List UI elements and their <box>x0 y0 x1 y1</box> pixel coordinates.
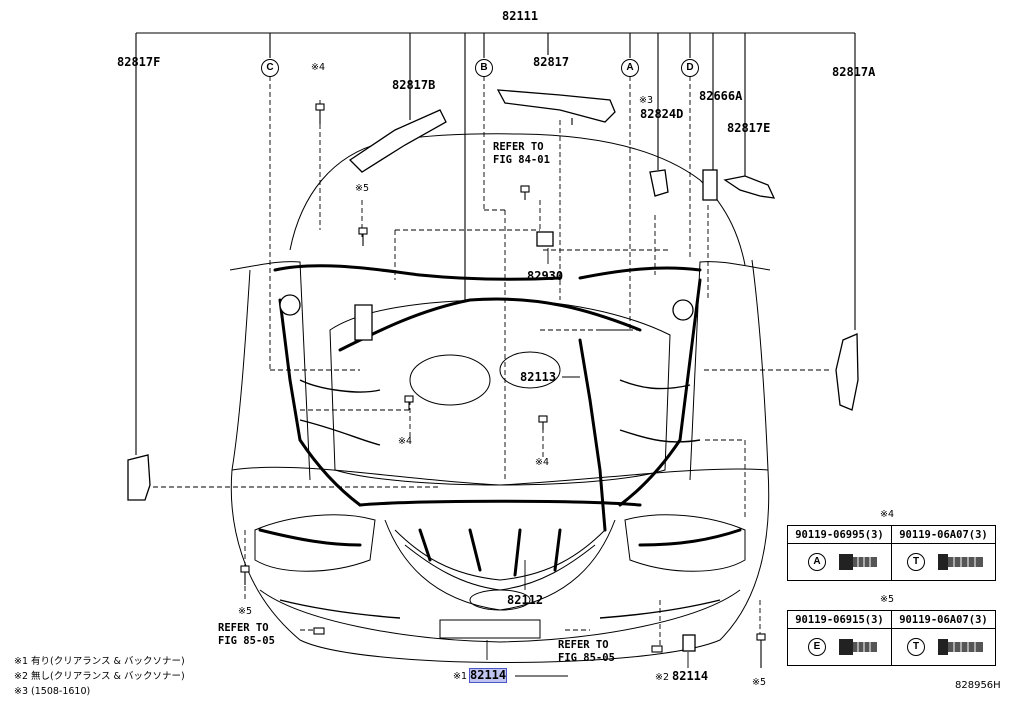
part-number: 90119-06A07(3) <box>891 610 996 629</box>
label-82817F: 82817F <box>117 55 161 69</box>
part-82930 <box>536 231 554 247</box>
engine-block <box>329 299 671 486</box>
label-82666A: 82666A <box>699 89 743 103</box>
bolt-mark-icon: A <box>808 553 826 571</box>
note-mark: ※2 <box>655 672 670 683</box>
part-82817 <box>496 89 616 123</box>
circle-marker-c: C <box>261 59 279 77</box>
note-mark: ※4 <box>535 457 550 468</box>
fastener-table-header: ※5 <box>880 594 895 605</box>
fastener-table: 90119-06995(3) 90119-06A07(3) A T <box>787 525 996 581</box>
reservoir <box>354 304 373 341</box>
note-mark: ※5 <box>752 677 767 688</box>
label-82114: 82114 <box>672 669 709 683</box>
label-82111: 82111 <box>502 9 539 23</box>
part-82817F <box>127 454 151 501</box>
label-82112: 82112 <box>507 593 544 607</box>
fastener-table-header: ※4 <box>880 509 895 520</box>
label-82817E: 82817E <box>727 121 771 135</box>
harness-upper-left <box>273 264 562 281</box>
part-number: 90119-06915(3) <box>787 610 892 629</box>
refer-label: REFER TO <box>558 639 609 651</box>
label-82114-highlighted[interactable]: 82114 <box>468 668 508 683</box>
footnote-2: ※2 無し(クリアランス & バックソナー) <box>14 671 185 682</box>
bolt-mark-icon: E <box>808 638 826 656</box>
fastener-icon-cell: T <box>891 628 996 666</box>
flange-bolt-icon <box>839 639 877 655</box>
footnote-1: ※1 有り(クリアランス & バックソナー) <box>14 656 185 667</box>
note-mark: ※1 <box>453 671 468 682</box>
part-number: 90119-06A07(3) <box>891 525 996 544</box>
right-headlamp <box>624 514 746 572</box>
label-82817A: 82817A <box>832 65 876 79</box>
label-82817B: 82817B <box>392 78 436 92</box>
note-mark: ※4 <box>398 436 413 447</box>
refer-fig-label: FIG 84-01 <box>493 154 550 166</box>
part-82666A <box>702 169 718 201</box>
fastener-icon-cell: E <box>787 628 892 666</box>
label-82817: 82817 <box>533 55 570 69</box>
part-82824D <box>649 169 669 197</box>
refer-fig-label: FIG 85-05 <box>558 652 615 664</box>
note-mark: ※3 <box>639 95 654 106</box>
part-number: 90119-06995(3) <box>787 525 892 544</box>
note-mark: ※5 <box>238 606 253 617</box>
left-headlamp <box>254 514 376 572</box>
harness-82112 <box>358 499 642 507</box>
circle-marker-a: A <box>621 59 639 77</box>
figure-id: 828956H <box>955 680 1001 691</box>
part-82114-right <box>682 634 696 652</box>
circle-marker-b: B <box>475 59 493 77</box>
bolt-icon <box>315 103 325 124</box>
fastener-icon-cell: T <box>891 543 996 581</box>
note-mark: ※4 <box>311 62 326 73</box>
label-82824D: 82824D <box>640 107 684 121</box>
circle-marker-d: D <box>681 59 699 77</box>
bolt-mark-icon: T <box>907 638 925 656</box>
label-82930: 82930 <box>527 269 564 283</box>
part-82817E <box>723 175 776 199</box>
note-mark: ※5 <box>355 183 370 194</box>
fastener-icon-cell: A <box>787 543 892 581</box>
bolt-mark-icon: T <box>907 553 925 571</box>
harness-82113 <box>338 297 642 352</box>
part-82817B <box>348 109 447 173</box>
refer-label: REFER TO <box>493 141 544 153</box>
refer-label: REFER TO <box>218 622 269 634</box>
part-82817A <box>835 333 859 411</box>
flange-bolt-icon <box>938 639 983 655</box>
refer-fig-label: FIG 85-05 <box>218 635 275 647</box>
flange-bolt-icon <box>938 554 983 570</box>
flange-bolt-icon <box>839 554 877 570</box>
grille-outline <box>384 519 616 611</box>
fastener-table: 90119-06915(3) 90119-06A07(3) E T <box>787 610 996 666</box>
footnote-3: ※3 (1508-1610) <box>14 686 91 697</box>
label-82113: 82113 <box>520 370 557 384</box>
